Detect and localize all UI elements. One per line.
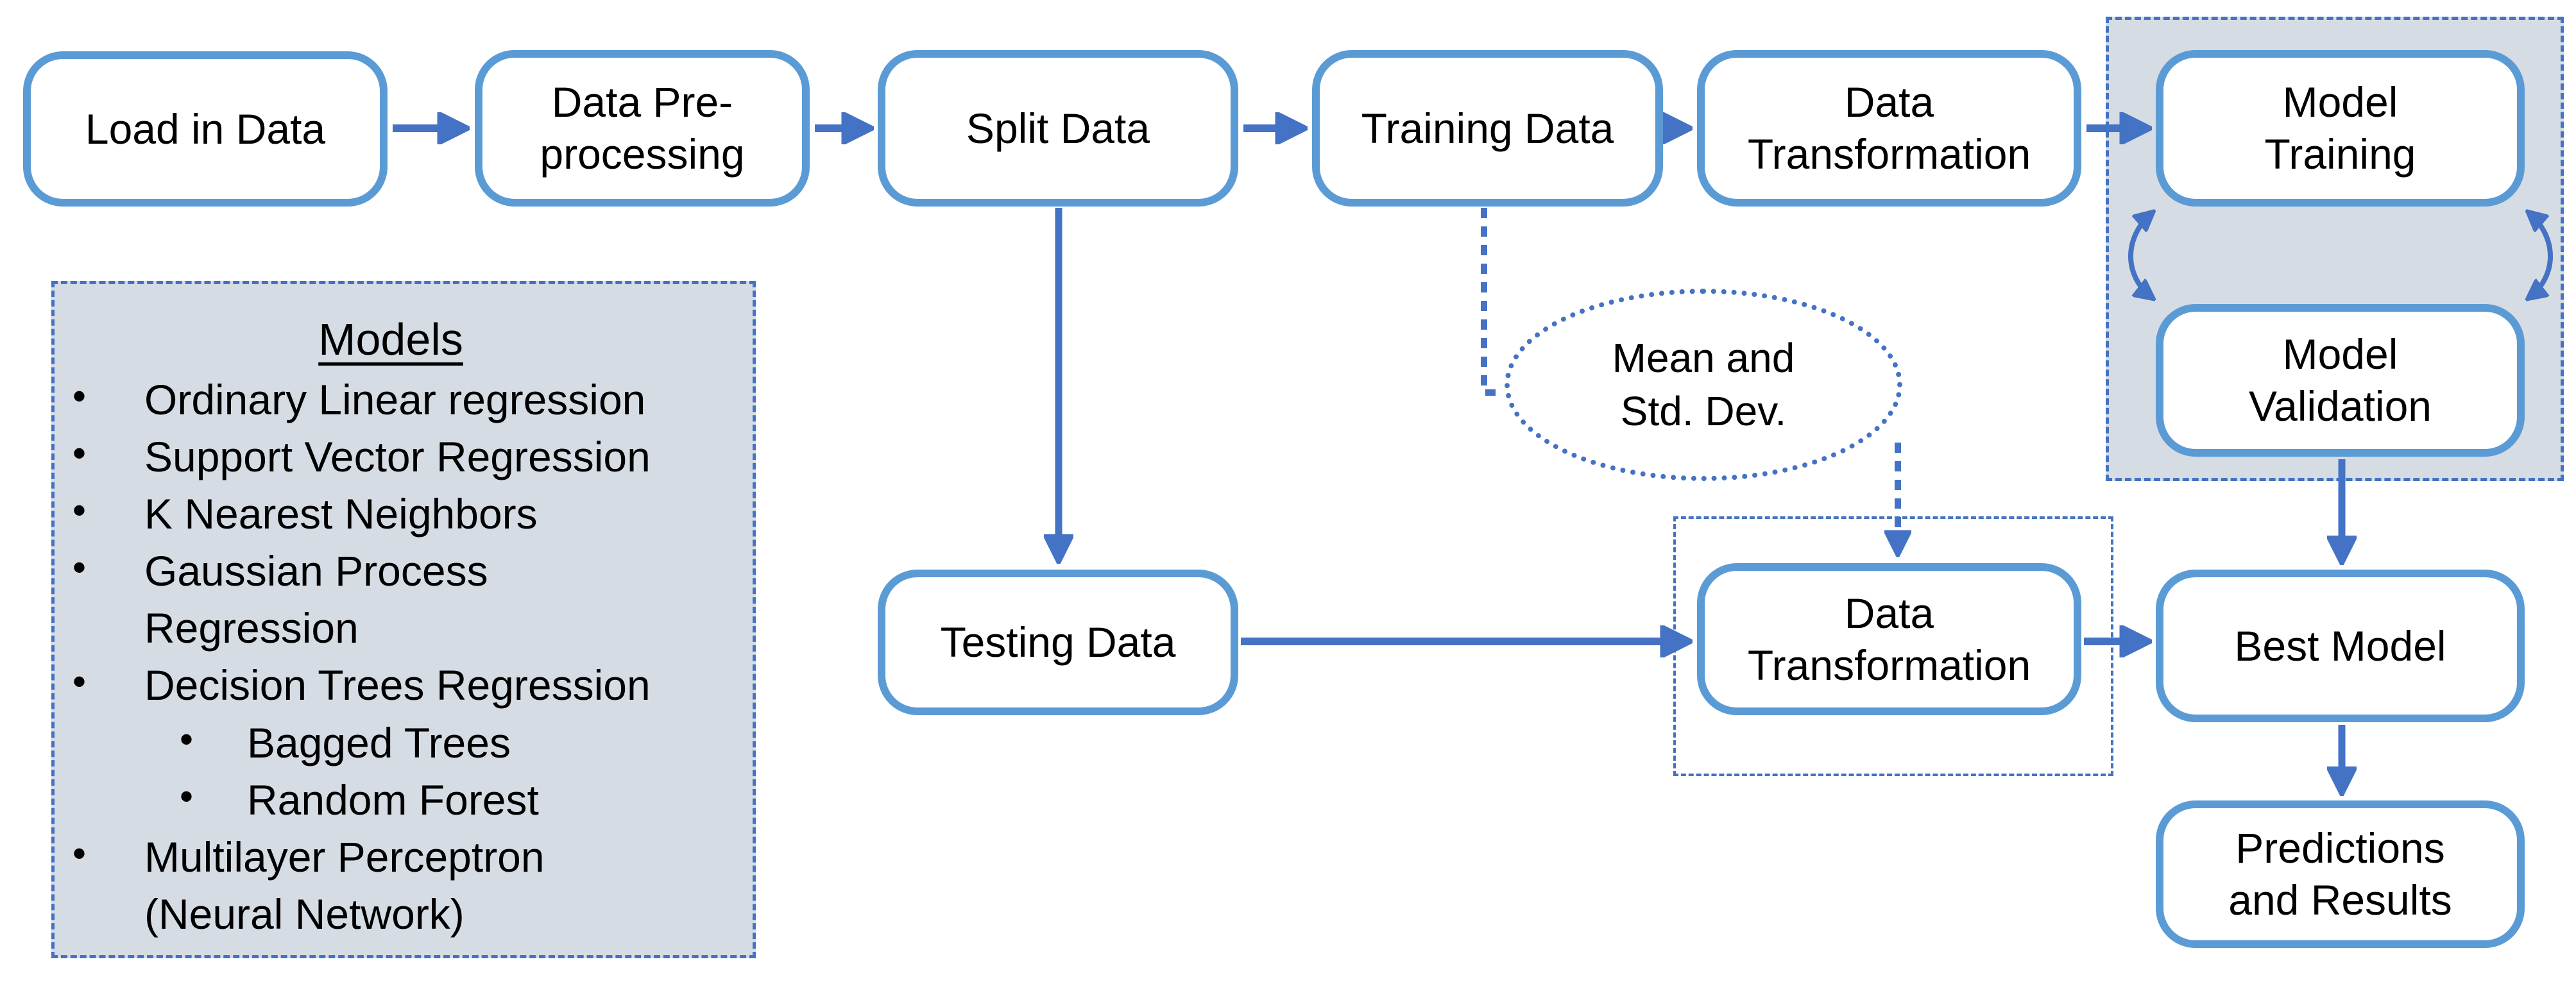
split-data-box: Split Data [878,50,1238,207]
model-validation-box: Model Validation [2156,304,2525,457]
testing-data-box: Testing Data [878,570,1238,715]
best-model-box: Best Model [2156,570,2525,722]
list-item: Gaussian Process Regression [55,541,727,657]
models-list: Ordinary Linear regression Support Vecto… [55,370,727,943]
list-item: Support Vector Regression [55,427,727,486]
list-item: Multilayer Perceptron (Neural Network) [55,827,727,943]
box-label: Model Training [2264,78,2416,178]
box-label: Data Transformation [1747,589,2031,689]
box-label: Training Data [1361,104,1614,152]
list-item: Ordinary Linear regression [55,370,727,428]
model-training-box: Model Training [2156,50,2525,207]
box-label: Best Model [2234,622,2446,670]
test-data-transformation-box: Data Transformation [1697,563,2081,715]
models-panel: Models Ordinary Linear regression Suppor… [51,281,756,958]
curved-double-arrow-left-training-validation [2128,213,2152,298]
train-data-transformation-box: Data Transformation [1697,50,2081,207]
training-data-box: Training Data [1312,50,1663,207]
mean-std-dev-ellipse: Mean and Std. Dev. [1505,289,1902,481]
list-item: Decision Trees Regression [55,656,727,714]
list-item: Random Forest [55,770,727,829]
box-label: Model Validation [2249,330,2432,430]
data-preprocessing-box: Data Pre- processing [475,50,810,207]
box-label: Predictions and Results [2228,824,2452,924]
load-in-data-box: Load in Data [23,51,388,207]
box-label: Testing Data [940,618,1176,666]
box-label: Split Data [966,104,1150,152]
list-item: K Nearest Neighbors [55,484,727,543]
dotted-connector-training-to-meanstd [1481,208,1504,396]
curved-double-arrow-right-training-validation [2529,213,2553,298]
ellipse-label: Mean and Std. Dev. [1612,334,1795,434]
box-label: Data Pre- processing [540,78,745,178]
predictions-results-box: Predictions and Results [2156,800,2525,948]
models-panel-title: Models [318,314,463,364]
box-label: Load in Data [85,105,326,153]
box-label: Data Transformation [1747,78,2031,178]
list-item: Bagged Trees [55,713,727,772]
